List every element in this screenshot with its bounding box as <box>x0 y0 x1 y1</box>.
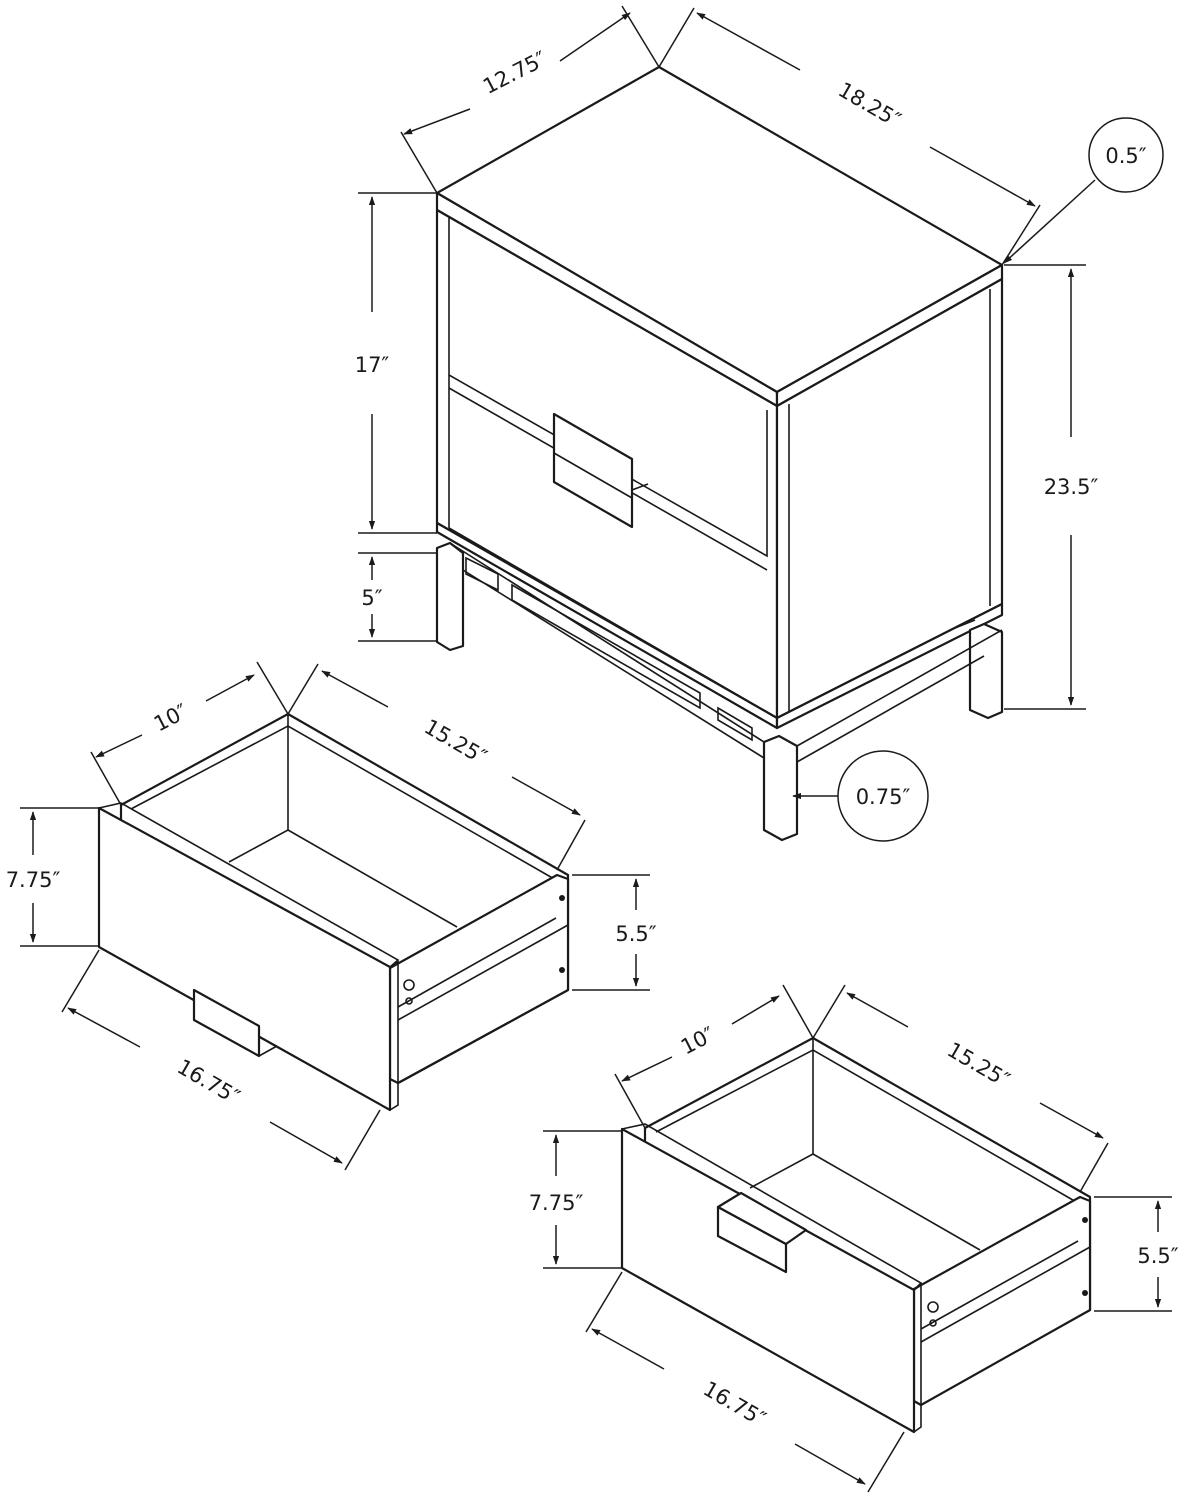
label-drawer2-front-width: 16.75″ <box>699 1377 770 1432</box>
label-drawer2-front-height: 7.75″ <box>529 1191 584 1215</box>
drawer2-handle-top <box>716 1191 808 1246</box>
drawer1-screw-2 <box>405 997 413 1005</box>
drawer-bottom-drawing <box>620 1036 1092 1434</box>
drawer2-front-top <box>621 1123 923 1291</box>
label-drawer2-side-height: 5.5″ <box>1137 1244 1178 1268</box>
drawer1-screw-1 <box>403 979 415 991</box>
base-side-lower <box>796 655 985 763</box>
base-front-upper <box>449 542 765 743</box>
drawer2-dot-2 <box>1082 1290 1088 1296</box>
drawer2-screw-1 <box>927 1301 939 1313</box>
drawer1-side-rail <box>397 917 557 1008</box>
label-drawer2-depth: 10″ <box>677 1022 719 1059</box>
label-drawer1-front-height: 7.75″ <box>6 868 61 892</box>
drawer2-side-groove <box>920 1246 1091 1343</box>
drawer-top-dimensions: 10″ 15.25″ 7.75″ 5.5″ 16.75″ <box>6 661 657 1171</box>
base-side-upper <box>796 629 1003 747</box>
label-leg-thickness: 0.75″ <box>856 785 911 809</box>
label-drawer1-front-width: 16.75″ <box>173 1055 244 1110</box>
drawer1-front-top <box>98 802 400 968</box>
drawer2-inner-floor <box>812 1153 981 1251</box>
drawer1-inner-top <box>130 725 557 881</box>
base-side-rail <box>775 602 1004 730</box>
leg-front-left <box>435 541 465 652</box>
leg-back-right <box>968 622 1004 720</box>
label-drawer2-length: 15.25″ <box>943 1038 1014 1093</box>
label-base-height: 5″ <box>361 586 382 610</box>
drawer1-handle-tab <box>258 1045 278 1057</box>
label-drawer1-length: 15.25″ <box>420 715 491 770</box>
base-cutout-2 <box>717 706 753 742</box>
drawer2-side-rail <box>920 1240 1079 1330</box>
label-drawer1-depth: 10″ <box>150 699 192 736</box>
drawer-handle-fold <box>553 452 633 499</box>
label-drawer1-side-height: 5.5″ <box>615 922 656 946</box>
base-bracket <box>465 556 499 592</box>
drawer1-dot-1 <box>559 895 565 901</box>
drawer1-side-groove <box>397 924 569 1021</box>
drawer1-front-edge <box>389 960 399 1111</box>
leg-front-right <box>762 734 799 842</box>
drawer2-dot-1 <box>1082 1217 1088 1223</box>
label-overall-height: 23.5″ <box>1044 475 1099 499</box>
label-top-width: 18.25″ <box>834 78 905 133</box>
drawer2-inner-top <box>655 1049 1079 1204</box>
base-cutout <box>511 583 701 710</box>
drawer1-inner-floor <box>287 829 458 928</box>
nightstand-drawing <box>435 65 1004 842</box>
drawer-top-drawing <box>97 712 570 1112</box>
drawer-handle <box>552 412 634 529</box>
label-cabinet-height: 17″ <box>355 353 390 377</box>
label-top-thickness: 0.5″ <box>1105 144 1146 168</box>
drawer2-screw-2 <box>929 1319 937 1327</box>
drawer2-front-edge <box>913 1283 922 1433</box>
label-top-depth: 12.75″ <box>479 47 551 99</box>
drawer-handle-tab <box>631 483 649 491</box>
callout-circle-leg <box>837 750 929 842</box>
callout-circle-top <box>1088 117 1164 193</box>
drawer1-dot-2 <box>559 967 565 973</box>
base-screw <box>954 619 976 629</box>
